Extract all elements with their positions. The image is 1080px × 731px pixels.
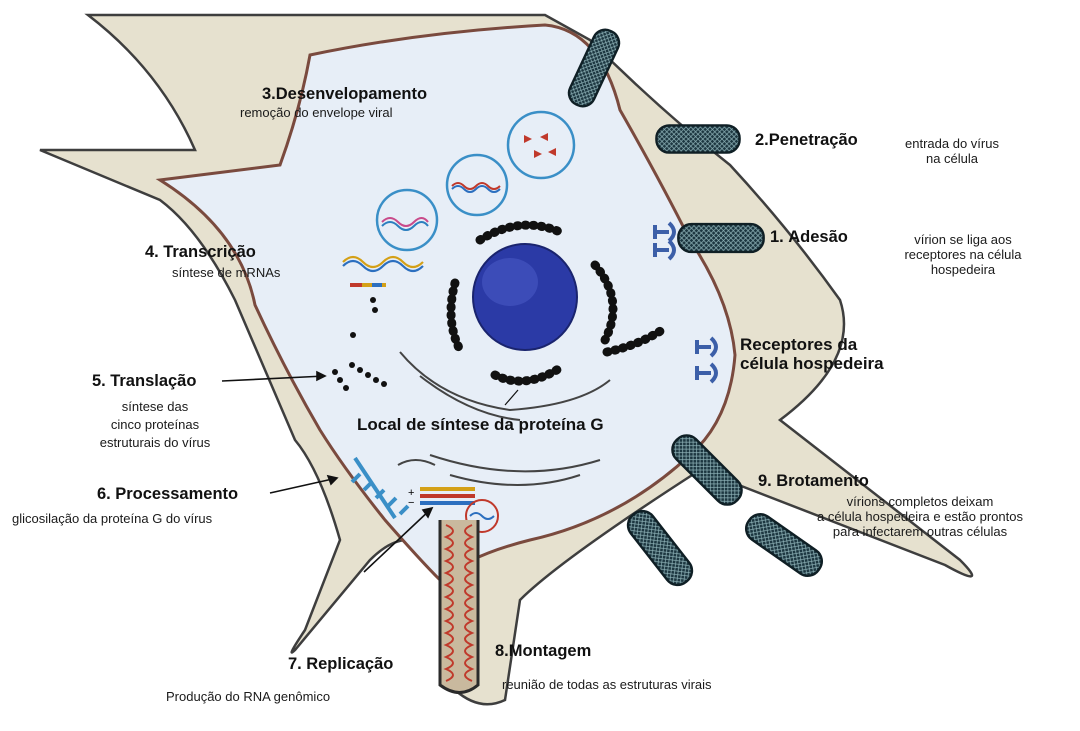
step-8-title: Montagem (509, 642, 592, 660)
step-2-title: Penetração (769, 131, 858, 149)
step-9-title: Brotamento (776, 472, 869, 490)
desc-line: para infectarem outras células (770, 525, 1070, 540)
step-6-number: 6. (97, 485, 111, 503)
step-5-label: 5. Translação (92, 372, 196, 391)
step-3-description: remoção do envelope viral (240, 106, 392, 121)
step-3-title: Desenvelopamento (276, 85, 427, 103)
desc-line: síntese das (70, 398, 240, 416)
step-6-description: glicosilação da proteína G do vírus (12, 512, 212, 527)
step-3-number: 3. (262, 85, 276, 103)
step-2-description: entrada do vírus na célula (887, 137, 1017, 167)
step-8-label: 8.Montagem (495, 642, 591, 661)
step-8-number: 8. (495, 642, 509, 660)
step-5-number: 5. (92, 372, 106, 390)
step-7-number: 7. (288, 655, 302, 673)
desc-line: remoção do envelope viral (240, 106, 392, 121)
receptors-line: célula hospedeira (740, 355, 884, 374)
desc-line: reunião de todas as estruturas virais (502, 678, 712, 693)
step-5-description: síntese das cinco proteínas estruturais … (70, 398, 240, 453)
virion-icon (678, 224, 763, 252)
desc-line: hospedeira (878, 263, 1048, 278)
step-2-number: 2. (755, 131, 769, 149)
step-7-label: 7. Replicação (288, 655, 393, 674)
step-1-label: 1. Adesão (770, 228, 848, 247)
desc-line: Produção do RNA genômico (166, 690, 330, 705)
step-9-description: vírions completos deixam a célula hosped… (770, 495, 1070, 540)
virion-icon (623, 506, 697, 590)
desc-line: cinco proteínas (70, 416, 240, 434)
desc-line: na célula (887, 152, 1017, 167)
desc-line: síntese de mRNAs (172, 266, 280, 281)
receptors-line: Receptores da (740, 336, 884, 355)
step-6-title: Processamento (115, 485, 238, 503)
step-4-title: Transcrição (163, 243, 256, 261)
receptors-label: Receptores da célula hospedeira (740, 336, 884, 373)
step-8-description: reunião de todas as estruturas virais (502, 678, 712, 693)
virion-icon (656, 125, 739, 152)
step-9-label: 9. Brotamento (758, 472, 869, 491)
step-7-title: Replicação (306, 655, 393, 673)
step-1-title: Adesão (788, 228, 848, 246)
step-4-number: 4. (145, 243, 159, 261)
step-1-description: vírion se liga aos receptores na célula … (878, 233, 1048, 278)
step-1-number: 1. (770, 228, 784, 246)
step-5-title: Translação (110, 372, 196, 390)
step-2-label: 2.Penetração (755, 131, 858, 150)
desc-line: vírions completos deixam (770, 495, 1070, 510)
desc-line: vírion se liga aos (878, 233, 1048, 248)
step-9-number: 9. (758, 472, 772, 490)
step-4-description: síntese de mRNAs (172, 266, 280, 281)
desc-line: entrada do vírus (887, 137, 1017, 152)
assembly-channel (440, 520, 478, 693)
step-3-label: 3.Desenvelopamento (262, 85, 427, 104)
desc-line: a célula hospedeira e estão prontos (770, 510, 1070, 525)
desc-line: receptores na célula (878, 248, 1048, 263)
step-4-label: 4. Transcrição (145, 243, 256, 262)
svg-text:−: − (408, 497, 414, 509)
step-7-description: Produção do RNA genômico (166, 690, 330, 705)
desc-line: glicosilação da proteína G do vírus (12, 512, 212, 527)
desc-line: estruturais do vírus (70, 434, 240, 452)
synthesis-site-label: Local de síntese da proteína G (357, 415, 604, 435)
step-6-label: 6. Processamento (97, 485, 238, 504)
